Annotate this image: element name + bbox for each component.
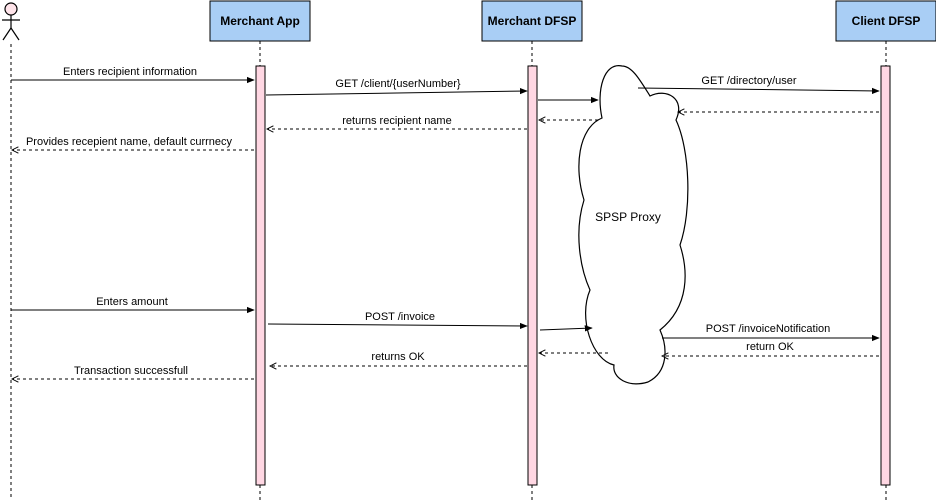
msg-post-invoice-notification: POST /invoiceNotification	[706, 323, 831, 335]
participant-merchant-app-label: Merchant App	[220, 14, 300, 28]
participant-merchant-dfsp: Merchant DFSP	[481, 0, 583, 42]
client-dfsp-activation	[880, 65, 891, 486]
merchant-app-activation	[255, 65, 266, 486]
participant-client-dfsp: Client DFSP	[835, 0, 936, 42]
participant-client-dfsp-label: Client DFSP	[852, 14, 921, 28]
msg-enters-amount: Enters amount	[96, 296, 168, 308]
spsp-proxy-label: SPSP Proxy	[595, 210, 661, 224]
merchant-dfsp-activation	[527, 65, 538, 486]
msg-post-invoice: POST /invoice	[365, 311, 435, 323]
msg-returns-ok: returns OK	[371, 351, 425, 363]
msg-provides-recipient: Provides recepient name, default currnec…	[26, 136, 233, 148]
msg-get-directory: GET /directory/user	[701, 75, 796, 87]
msg-get-client: GET /client/{userNumber}	[335, 78, 460, 90]
spsp-proxy-cloud: SPSP Proxy	[578, 65, 689, 385]
msg-enters-recipient: Enters recipient information	[63, 66, 197, 78]
msg-return-ok: return OK	[746, 341, 794, 353]
user-actor-icon	[2, 2, 20, 41]
msg-returns-recipient: returns recipient name	[342, 115, 451, 127]
participant-merchant-app: Merchant App	[209, 0, 311, 42]
participant-merchant-dfsp-label: Merchant DFSP	[488, 14, 577, 28]
msg-transaction-successful: Transaction successfull	[74, 365, 188, 377]
